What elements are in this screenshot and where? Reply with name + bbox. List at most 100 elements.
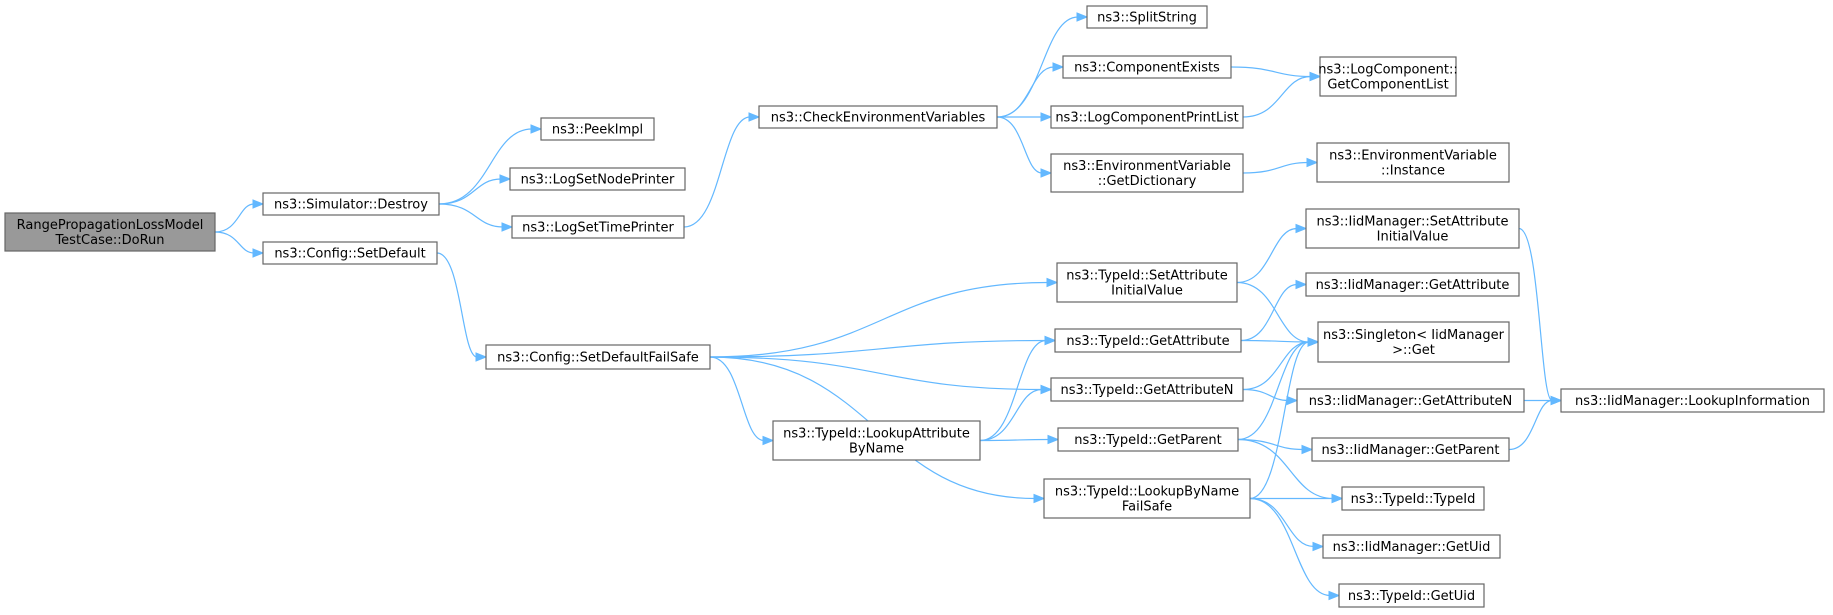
node-iid-get-parent[interactable]: ns3::IidManager::GetParent xyxy=(1311,437,1510,462)
node-label: ns3::Singleton< IidManager xyxy=(1323,328,1505,343)
node-iid-set-attr-init[interactable]: ns3::IidManager::SetAttributeInitialValu… xyxy=(1305,208,1520,249)
node-label: GetComponentList xyxy=(1327,78,1448,93)
node-iid-get-uid[interactable]: ns3::IidManager::GetUid xyxy=(1322,534,1501,559)
edge-type-lookup-by-name-fail-safe-to-singleton-get xyxy=(1249,337,1320,500)
edge-destroy-to-log-set-node-printer xyxy=(438,174,512,205)
node-label: ns3::TypeId::GetAttribute xyxy=(1066,334,1229,349)
edge-destroy-to-log-set-time-printer xyxy=(438,203,514,232)
node-label: FailSafe xyxy=(1122,500,1172,515)
edge-check-env-to-component-exists xyxy=(996,62,1065,118)
node-label: ns3::TypeId::GetUid xyxy=(1348,589,1475,604)
node-destroy[interactable]: ns3::Simulator::Destroy xyxy=(262,192,440,216)
node-box xyxy=(1086,5,1208,29)
node-split-string[interactable]: ns3::SplitString xyxy=(1086,5,1208,29)
node-type-get-attribute[interactable]: ns3::TypeId::GetAttribute xyxy=(1054,328,1242,353)
node-component-exists[interactable]: ns3::ComponentExists xyxy=(1062,55,1232,79)
node-label: ns3::TypeId::SetAttribute xyxy=(1066,269,1228,284)
node-label: ns3::EnvironmentVariable xyxy=(1063,159,1231,174)
node-box xyxy=(1296,388,1525,413)
node-iid-lookup-information[interactable]: ns3::IidManager::LookupInformation xyxy=(1560,388,1825,413)
edge-type-get-parent-to-iid-get-parent xyxy=(1237,438,1314,455)
edge-root-to-destroy xyxy=(214,199,265,233)
node-log-component-print-list[interactable]: ns3::LogComponentPrintList xyxy=(1050,105,1244,129)
node-type-get-parent[interactable]: ns3::TypeId::GetParent xyxy=(1057,427,1239,452)
node-box xyxy=(1317,321,1510,363)
node-type-get-uid[interactable]: ns3::TypeId::GetUid xyxy=(1338,583,1485,608)
node-label: ns3::TypeId::LookupAttribute xyxy=(783,427,970,442)
node-label: RangePropagationLossModel xyxy=(17,218,204,233)
node-box xyxy=(1316,142,1510,183)
node-set-default[interactable]: ns3::Config::SetDefault xyxy=(262,241,438,265)
node-label: ns3::LogSetNodePrinter xyxy=(521,173,675,188)
node-log-set-time-printer[interactable]: ns3::LogSetTimePrinter xyxy=(511,215,685,239)
node-get-component-list[interactable]: ns3::LogComponent::GetComponentList xyxy=(1318,56,1458,97)
edge-root-to-set-default xyxy=(214,231,265,258)
node-label: ns3::CheckEnvironmentVariables xyxy=(771,111,986,126)
node-label: ::Instance xyxy=(1381,164,1445,179)
node-iid-get-attribute[interactable]: ns3::IidManager::GetAttribute xyxy=(1305,272,1520,297)
node-box xyxy=(772,420,981,461)
edge-type-set-attr-init-to-iid-set-attr-init xyxy=(1236,223,1308,284)
node-label: >::Get xyxy=(1392,343,1435,358)
node-label: ::GetDictionary xyxy=(1098,174,1197,189)
node-label: ns3::IidManager::GetAttribute xyxy=(1316,278,1510,293)
node-box xyxy=(1062,55,1232,79)
node-iid-get-attribute-n[interactable]: ns3::IidManager::GetAttributeN xyxy=(1296,388,1525,413)
node-label: ns3::ComponentExists xyxy=(1074,61,1220,76)
edge-iid-set-attr-init-to-iid-lookup-information xyxy=(1518,227,1563,406)
node-label: ByName xyxy=(849,442,904,457)
node-env-instance[interactable]: ns3::EnvironmentVariable::Instance xyxy=(1316,142,1510,183)
node-box xyxy=(485,344,711,370)
node-label: ns3::PeekImpl xyxy=(552,123,643,138)
node-label: ns3::TypeId::GetParent xyxy=(1074,433,1222,448)
node-label: ns3::LogComponent:: xyxy=(1318,63,1458,78)
edge-destroy-to-peek-impl xyxy=(438,124,543,205)
edge-type-lookup-by-name-fail-safe-to-type-id-ctor xyxy=(1249,493,1344,504)
edge-type-get-attribute-to-iid-get-attribute xyxy=(1240,279,1308,342)
node-label: InitialValue xyxy=(1111,284,1183,299)
node-label: ns3::IidManager::GetUid xyxy=(1333,540,1491,555)
node-label: ns3::LogSetTimePrinter xyxy=(522,221,674,236)
node-box xyxy=(1056,262,1238,303)
node-box xyxy=(1319,56,1457,97)
node-box xyxy=(1050,153,1244,193)
node-label: ns3::LogComponentPrintList xyxy=(1055,111,1238,126)
edge-type-lookup-attr-by-name-to-type-get-attribute-n xyxy=(979,384,1053,442)
node-singleton-get[interactable]: ns3::Singleton< IidManager>::Get xyxy=(1317,321,1510,363)
node-label: ns3::Config::SetDefaultFailSafe xyxy=(497,351,699,366)
node-log-set-node-printer[interactable]: ns3::LogSetNodePrinter xyxy=(509,167,686,191)
edge-type-lookup-by-name-fail-safe-to-iid-get-uid xyxy=(1249,497,1325,552)
function-nodes: RangePropagationLossModelTestCase::DoRun… xyxy=(4,5,1825,608)
edge-type-lookup-attr-by-name-to-type-get-parent xyxy=(979,434,1060,445)
node-box xyxy=(1322,534,1501,559)
node-label: ns3::TypeId::GetAttributeN xyxy=(1060,383,1233,398)
node-check-env[interactable]: ns3::CheckEnvironmentVariables xyxy=(758,105,998,129)
node-box xyxy=(1311,437,1510,462)
node-label: ns3::EnvironmentVariable xyxy=(1329,149,1497,164)
node-type-id-ctor[interactable]: ns3::TypeId::TypeId xyxy=(1341,486,1485,511)
node-set-default-fail-safe[interactable]: ns3::Config::SetDefaultFailSafe xyxy=(485,344,711,370)
node-box xyxy=(540,117,655,141)
edge-check-env-to-env-get-dictionary xyxy=(996,116,1053,178)
node-type-get-attribute-n[interactable]: ns3::TypeId::GetAttributeN xyxy=(1050,377,1244,402)
node-box xyxy=(1050,377,1244,402)
node-box xyxy=(1560,388,1825,413)
edge-component-exists-to-get-component-list xyxy=(1230,66,1322,82)
node-box xyxy=(509,167,686,191)
node-label: InitialValue xyxy=(1377,230,1449,245)
node-peek-impl[interactable]: ns3::PeekImpl xyxy=(540,117,655,141)
node-box xyxy=(758,105,998,129)
node-box xyxy=(1338,583,1485,608)
call-edges xyxy=(214,12,1563,601)
node-label: ns3::TypeId::TypeId xyxy=(1351,492,1476,507)
node-box xyxy=(262,192,440,216)
edge-set-default-fail-safe-to-type-set-attr-init xyxy=(709,277,1059,358)
node-box xyxy=(1043,478,1251,519)
node-env-get-dictionary[interactable]: ns3::EnvironmentVariable::GetDictionary xyxy=(1050,153,1244,193)
node-label: ns3::IidManager::SetAttribute xyxy=(1316,215,1508,230)
